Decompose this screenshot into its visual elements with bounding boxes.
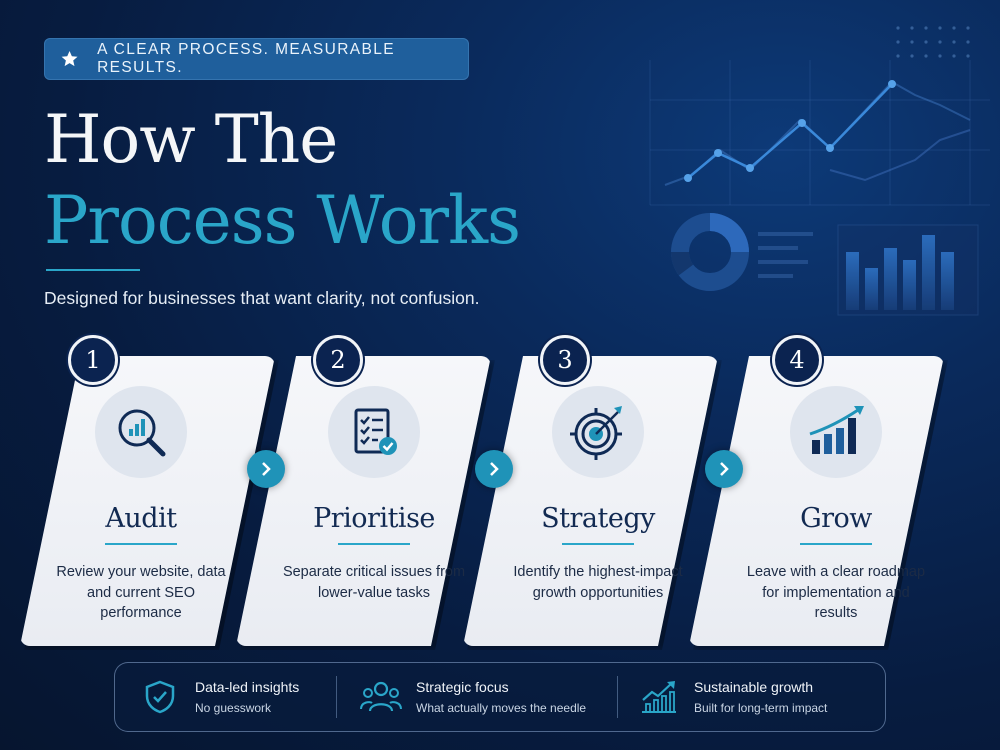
step-3-icon-circle <box>552 386 644 478</box>
step-1-content: Audit Review your website, data and curr… <box>41 356 241 646</box>
page-title-line-2: Process Works <box>44 182 521 259</box>
step-4-content: Grow Leave with a clear roadmap for impl… <box>736 356 936 646</box>
step-2-title: Prioritise <box>313 503 435 534</box>
chevron-right-icon <box>262 462 271 476</box>
feature-sustainable-growth: Sustainable growth Built for long-term i… <box>638 662 827 732</box>
growth-chart-icon <box>809 406 864 454</box>
step-3-number: 3 <box>540 335 590 385</box>
step-1-title: Audit <box>105 503 177 534</box>
step-2-description: Separate critical issues from lower-valu… <box>282 564 466 601</box>
step-4-description: Leave with a clear roadmap for implement… <box>746 564 926 621</box>
page-subtitle: Designed for businesses that want clarit… <box>44 288 480 308</box>
analytics-background-graphic <box>649 26 990 316</box>
page-title-line-1: How The <box>44 101 338 178</box>
step-3-description: Identify the highest-impact growth oppor… <box>513 564 683 601</box>
chevron-right-icon <box>490 462 499 476</box>
step-3-underline <box>562 543 634 545</box>
step-1-description: Review your website, data and current SE… <box>56 564 226 621</box>
step-3-title: Strategy <box>541 503 655 534</box>
feature-divider <box>336 676 337 718</box>
step-1-underline <box>105 543 177 545</box>
feature-strategic-focus: Strategic focus What actually moves the … <box>360 662 586 732</box>
step-2-icon-circle <box>328 386 420 478</box>
step-1-icon-circle <box>95 386 187 478</box>
step-4-icon-circle <box>790 386 882 478</box>
feature-subtitle: No guesswork <box>195 701 272 715</box>
next-step-arrow-2 <box>475 450 513 488</box>
people-icon <box>360 676 402 718</box>
step-2-underline <box>338 543 410 545</box>
step-1-number: 1 <box>68 335 118 385</box>
step-4-underline <box>800 543 872 545</box>
features-bar <box>114 662 886 732</box>
target-icon <box>570 406 622 460</box>
step-2-number: 2 <box>313 335 363 385</box>
star-icon <box>61 51 78 67</box>
step-3-content: Strategy Identify the highest-impact gro… <box>498 356 698 646</box>
next-step-arrow-3 <box>705 450 743 488</box>
magnifier-chart-icon <box>118 409 166 457</box>
step-4-title: Grow <box>800 503 872 534</box>
feature-title: Data-led insights <box>195 679 300 695</box>
title-underline <box>46 269 140 271</box>
feature-title: Strategic focus <box>416 679 509 695</box>
step-2-content: Prioritise Separate critical issues from… <box>274 356 474 646</box>
feature-data-led: Data-led insights No guesswork <box>139 662 299 732</box>
checklist-icon <box>354 408 397 455</box>
shield-check-icon <box>139 676 181 718</box>
tagline-badge: A CLEAR PROCESS. MEASURABLE RESULTS. <box>44 38 469 80</box>
next-step-arrow-1 <box>247 450 285 488</box>
feature-subtitle: What actually moves the needle <box>416 701 587 715</box>
feature-title: Sustainable growth <box>694 679 814 695</box>
chevron-right-icon <box>720 462 729 476</box>
feature-divider <box>617 676 618 718</box>
tagline-text: A CLEAR PROCESS. MEASURABLE RESULTS. <box>97 41 396 76</box>
trend-bars-icon <box>638 676 680 718</box>
step-4-number: 4 <box>772 335 822 385</box>
feature-subtitle: Built for long-term impact <box>694 701 828 715</box>
